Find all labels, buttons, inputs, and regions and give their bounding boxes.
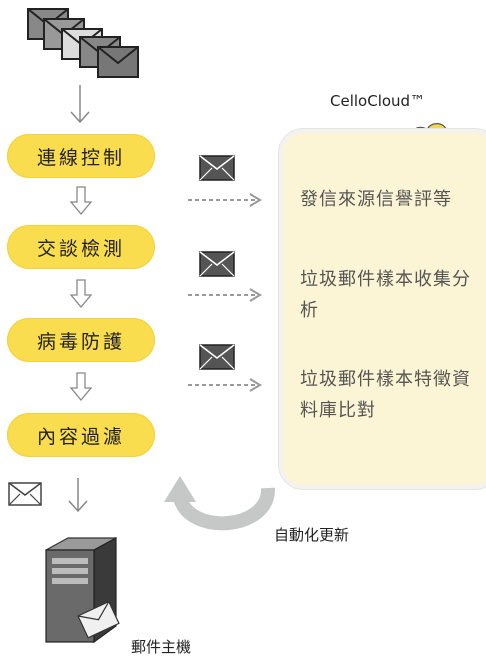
incoming-mail-envelopes-icon bbox=[27, 8, 139, 78]
dashed-arrow-icon bbox=[188, 378, 262, 392]
stage-label: 病毒防護 bbox=[36, 330, 125, 353]
envelope-icon bbox=[8, 482, 42, 506]
envelope-icon bbox=[199, 155, 235, 181]
envelope-icon bbox=[199, 344, 235, 370]
down-arrow-icon bbox=[68, 478, 88, 513]
dashed-arrow-icon bbox=[188, 288, 262, 302]
auto-update-label: 自動化更新 bbox=[274, 526, 350, 544]
stage-label: 交談檢測 bbox=[36, 237, 125, 260]
cloud-service-title: CelloCloud™ bbox=[330, 92, 426, 110]
hollow-down-arrow-icon bbox=[69, 186, 93, 216]
mail-server-label: 郵件主機 bbox=[131, 638, 192, 656]
cloud-item-sender-reputation: 發信來源信譽評等 bbox=[300, 189, 452, 210]
stage-connection-control: 連線控制 bbox=[7, 134, 155, 178]
cloud-services-panel bbox=[279, 129, 486, 489]
stage-content-filtering: 內容過濾 bbox=[7, 413, 155, 457]
stage-conversation-detection: 交談檢測 bbox=[7, 225, 155, 269]
stage-virus-protection: 病毒防護 bbox=[7, 318, 155, 362]
hollow-down-arrow-icon bbox=[69, 372, 93, 402]
envelope-icon bbox=[199, 251, 235, 277]
auto-update-arrow-icon bbox=[164, 476, 275, 531]
dashed-arrow-icon bbox=[188, 193, 262, 207]
mail-server-icon bbox=[45, 536, 120, 644]
hollow-down-arrow-icon bbox=[69, 279, 93, 309]
stage-label: 內容過濾 bbox=[36, 425, 125, 448]
cloud-item-spam-signature-database: 垃圾郵件樣本特徵資料庫比對 bbox=[300, 369, 471, 421]
cloud-item-spam-sample-collection: 垃圾郵件樣本收集分析 bbox=[300, 269, 471, 321]
down-arrow-icon bbox=[70, 85, 90, 124]
stage-label: 連線控制 bbox=[36, 146, 125, 169]
